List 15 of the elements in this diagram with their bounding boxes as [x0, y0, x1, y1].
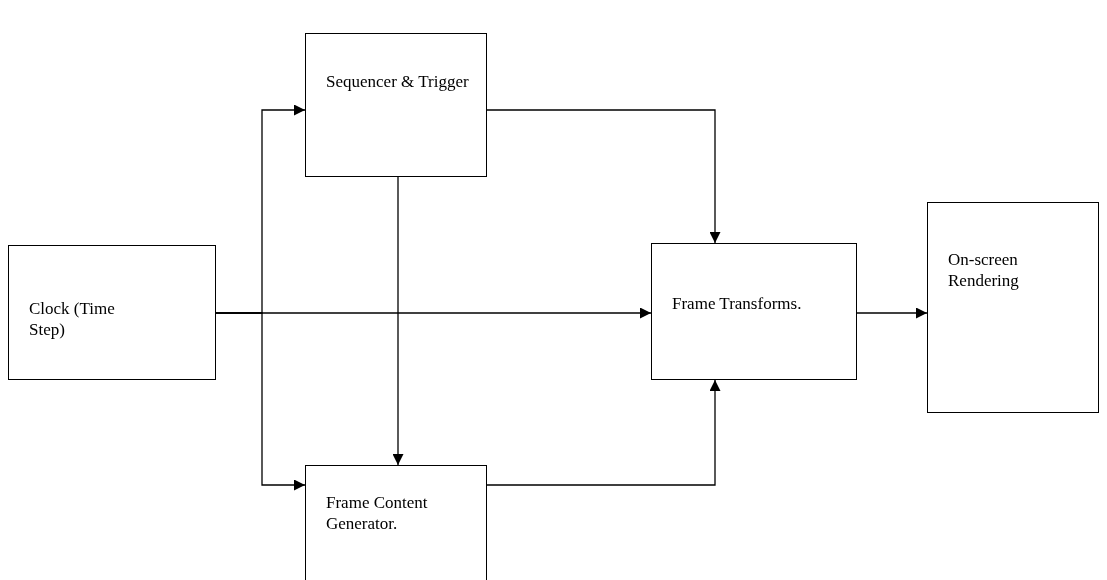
process-box — [8, 245, 216, 380]
arrow — [486, 379, 721, 486]
box-label: Clock (Time Step) — [29, 298, 116, 340]
box-label: Frame Transforms. — [672, 293, 803, 314]
arrow — [856, 307, 928, 319]
process-box — [651, 243, 857, 380]
arrow — [215, 312, 306, 491]
arrow — [392, 176, 404, 466]
box-label: Sequencer & Trigger — [326, 71, 470, 92]
process-box — [927, 202, 1099, 413]
arrow — [486, 109, 721, 244]
process-box — [305, 33, 487, 177]
box-label: On-screen Rendering — [948, 249, 1020, 291]
process-box — [305, 465, 487, 580]
box-label: Frame Content Generator. — [326, 492, 429, 534]
